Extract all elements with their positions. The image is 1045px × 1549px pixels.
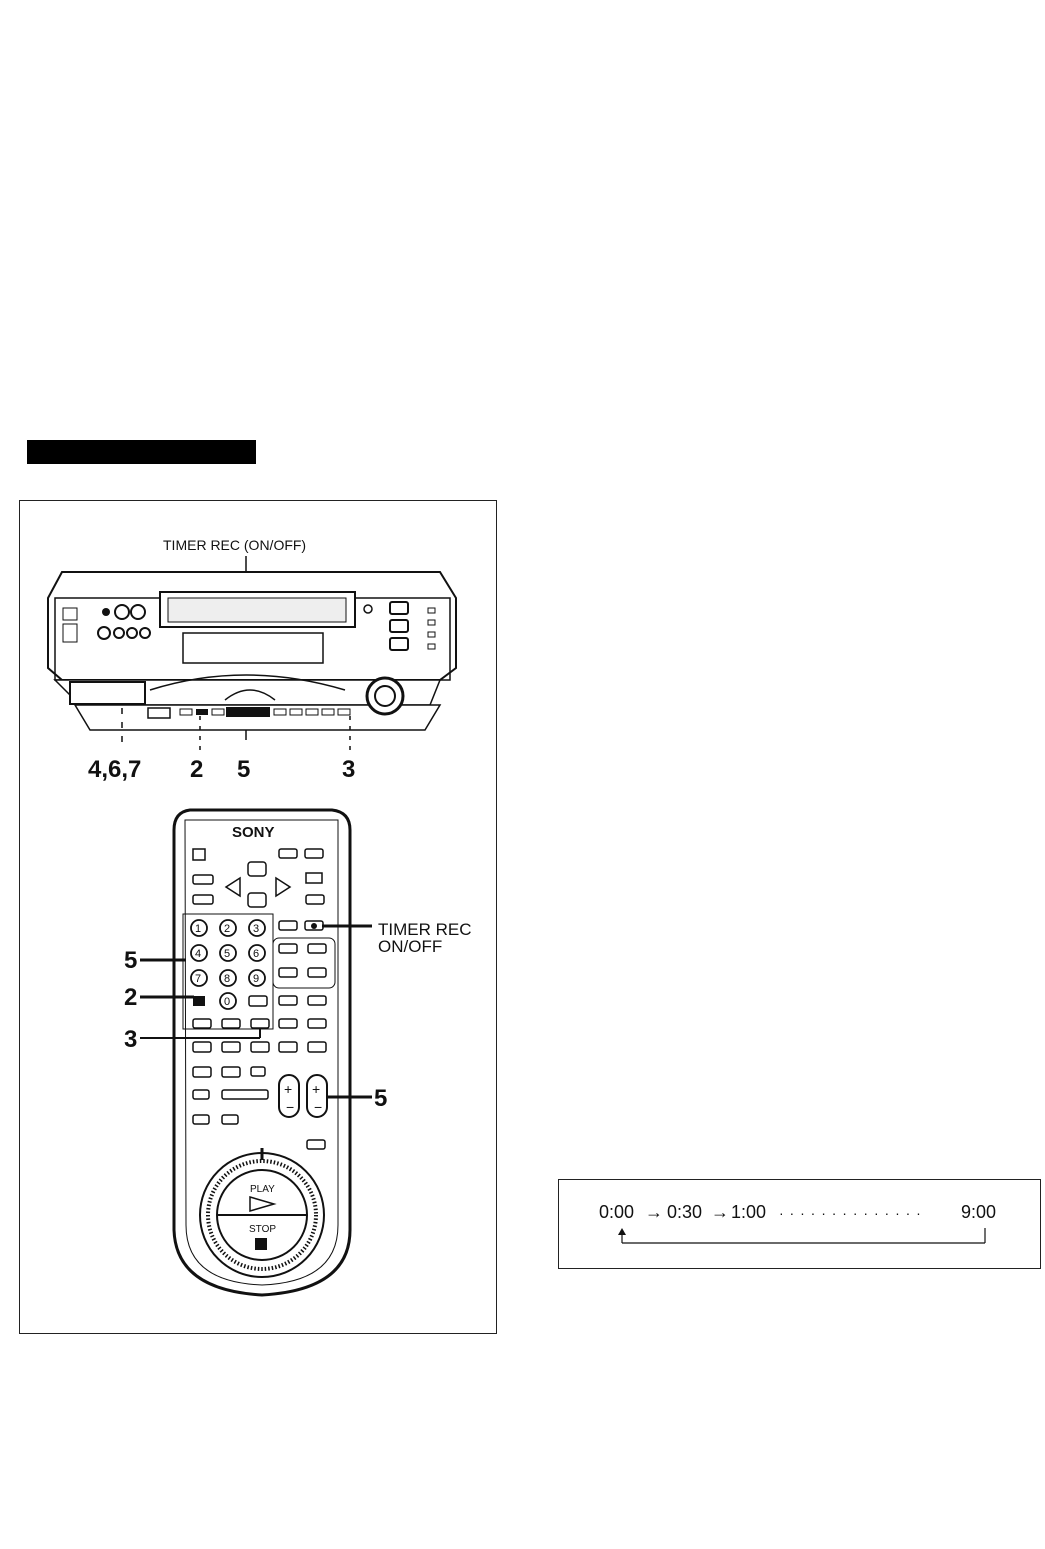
key-3: 3 [253,923,259,935]
key-7: 7 [195,973,201,985]
remote-control: SONY 1 2 [174,810,350,1295]
key-0: 0 [224,996,230,1008]
remote-callout-5-keypad: 5 [124,947,137,974]
vcr-callout-2: 2 [190,756,203,783]
key-8: 8 [224,973,230,985]
return-arrow [559,1180,1040,1268]
vcr-callout-467: 4,6,7 [88,756,141,783]
remote-timer-rec-label-2: ON/OFF [378,937,442,956]
key-1: 1 [195,923,201,935]
timer-cycle-box: 0:00 → 0:30 → 1:00 · · · · · · · · · · ·… [558,1179,1041,1269]
key-9: 9 [253,973,259,985]
svg-text:+: + [284,1081,292,1097]
vcr-callout-3: 3 [342,756,355,783]
svg-text:−: − [286,1099,294,1115]
key-5: 5 [224,948,230,960]
svg-text:+: + [312,1081,320,1097]
key-6: 6 [253,948,259,960]
key-4: 4 [195,948,201,960]
vcr-callout-5: 5 [237,756,250,783]
remote-brand: SONY [232,824,275,841]
remote-callout-3: 3 [124,1026,137,1053]
key-2: 2 [224,923,230,935]
remote-callout-5-rocker: 5 [374,1085,387,1112]
stop-label: STOP [249,1224,276,1235]
vcr-unit [48,572,456,730]
play-label: PLAY [250,1184,275,1195]
timer-rec-top-label: TIMER REC (ON/OFF) [163,537,306,553]
remote-callout-2: 2 [124,984,137,1011]
svg-text:−: − [314,1099,322,1115]
